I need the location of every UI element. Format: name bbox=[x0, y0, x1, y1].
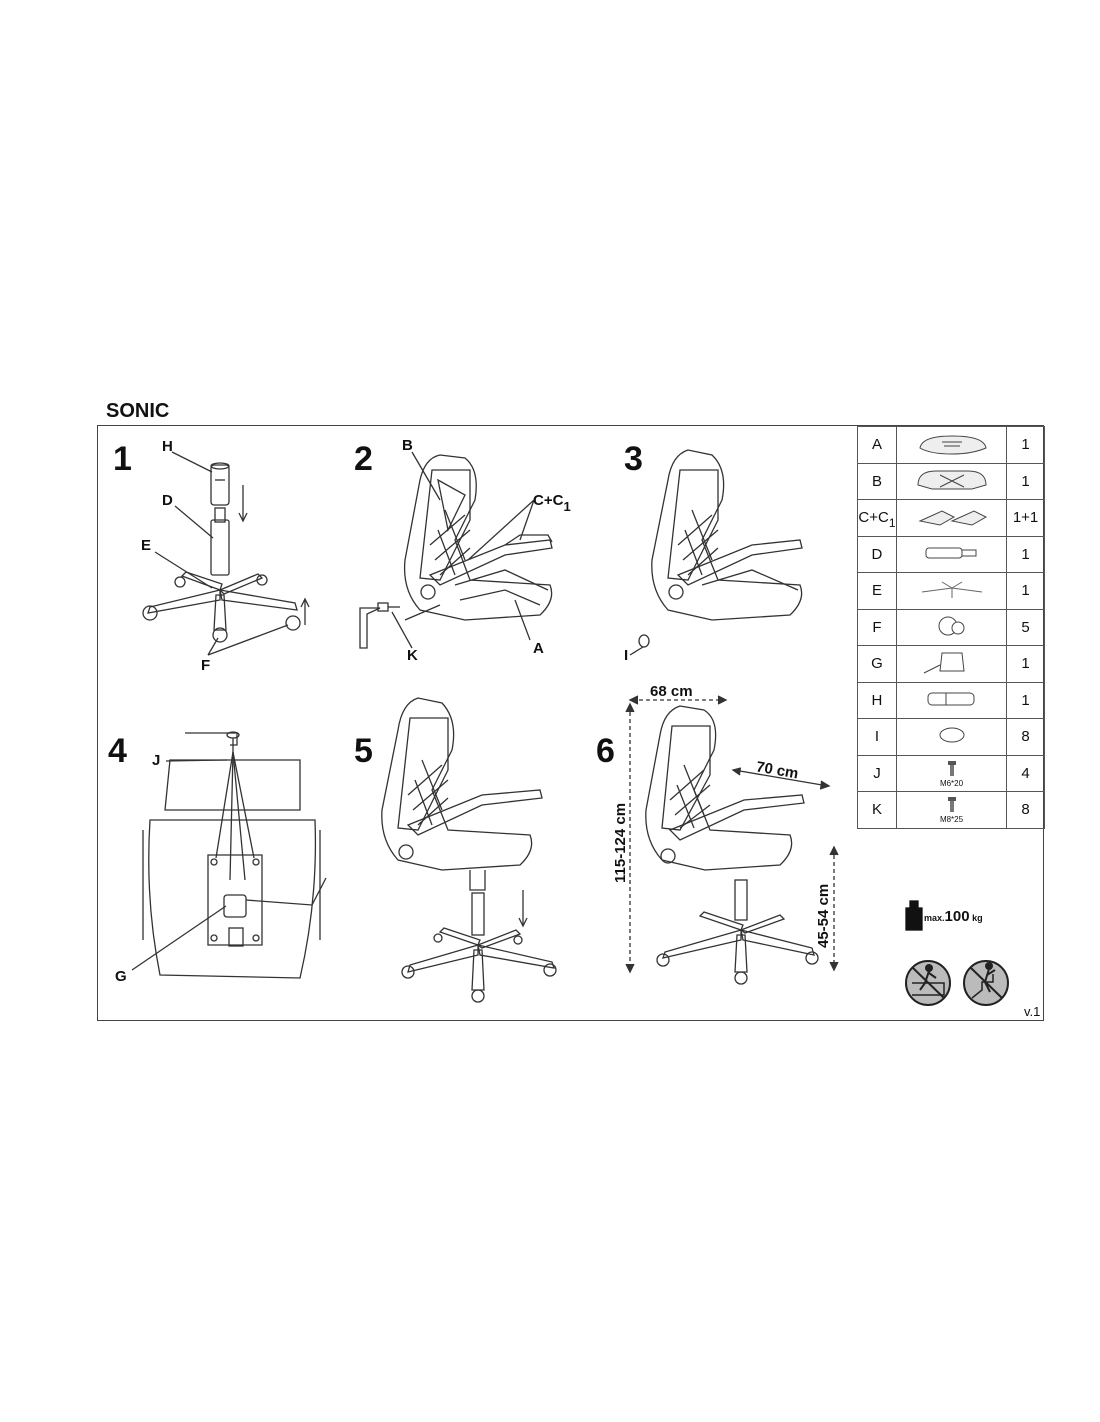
part-quantity: 1+1 bbox=[1006, 499, 1045, 537]
step-number-2: 2 bbox=[354, 440, 373, 478]
parts-row: J M6*20 4 bbox=[857, 754, 1045, 792]
step2-armrest-illustration bbox=[359, 451, 553, 649]
step3-caps-illustration bbox=[629, 449, 803, 656]
weight-icon bbox=[905, 900, 923, 931]
step-number-5: 5 bbox=[354, 732, 373, 770]
lift-cover-icon bbox=[895, 681, 1008, 719]
label-b: B bbox=[402, 437, 413, 454]
label-f: F bbox=[201, 657, 211, 674]
bolt-icon: M8*25 bbox=[895, 791, 1008, 829]
tilt-mechanism-icon bbox=[895, 645, 1008, 683]
max-load: max.100 kg bbox=[924, 908, 983, 925]
part-id: J bbox=[857, 754, 897, 792]
part-id: B bbox=[857, 462, 897, 500]
label-c: C+C1 bbox=[533, 492, 571, 514]
part-quantity: 8 bbox=[1006, 718, 1045, 756]
part-id: G bbox=[857, 645, 897, 683]
no-climbing-icon bbox=[963, 960, 1009, 1006]
step-number-4: 4 bbox=[108, 732, 127, 770]
step6-dimensions-illustration bbox=[625, 695, 839, 985]
star-base-icon bbox=[895, 572, 1008, 610]
part-quantity: 4 bbox=[1006, 754, 1045, 792]
label-j: J bbox=[152, 752, 161, 769]
part-id: A bbox=[857, 426, 897, 464]
part-spec: M6*20 bbox=[939, 778, 964, 788]
parts-row: K M8*25 8 bbox=[857, 791, 1045, 829]
part-quantity: 1 bbox=[1006, 572, 1045, 610]
step4-mechanism-illustration bbox=[131, 731, 327, 979]
label-d: D bbox=[162, 492, 173, 509]
step-number-1: 1 bbox=[113, 440, 132, 478]
gas-lift-icon bbox=[895, 535, 1008, 573]
step5-seat-install-illustration bbox=[381, 697, 557, 1003]
part-id: C+C1 bbox=[857, 499, 897, 537]
version-label: v.1 bbox=[1024, 1004, 1041, 1019]
part-quantity: 1 bbox=[1006, 681, 1045, 719]
parts-row: C+C1 1+1 bbox=[857, 499, 1045, 537]
part-id: H bbox=[857, 681, 897, 719]
bolt-icon: M6*20 bbox=[895, 754, 1008, 792]
part-quantity: 1 bbox=[1006, 462, 1045, 500]
step-number-6: 6 bbox=[596, 732, 615, 770]
part-spec: M8*25 bbox=[939, 815, 964, 825]
dimension-height: 115-124 cm bbox=[612, 802, 629, 883]
product-title: SONIC bbox=[106, 400, 170, 422]
part-id: E bbox=[857, 572, 897, 610]
screw-cap-icon bbox=[895, 718, 1008, 756]
part-id: F bbox=[857, 608, 897, 646]
label-i: I bbox=[624, 647, 629, 664]
no-standing-on-seat-icon bbox=[905, 960, 951, 1006]
part-quantity: 1 bbox=[1006, 645, 1045, 683]
part-id: D bbox=[857, 535, 897, 573]
label-g: G bbox=[115, 968, 127, 985]
label-h: H bbox=[162, 438, 173, 455]
dimension-width: 68 cm bbox=[650, 683, 693, 700]
label-k: K bbox=[407, 647, 418, 664]
dimension-seat-height: 45-54 cm bbox=[815, 883, 832, 948]
seat-cushion-icon bbox=[895, 426, 1008, 464]
part-quantity: 5 bbox=[1006, 608, 1045, 646]
part-id: K bbox=[857, 791, 897, 829]
part-quantity: 1 bbox=[1006, 535, 1045, 573]
part-id: I bbox=[857, 718, 897, 756]
backrest-icon bbox=[895, 462, 1008, 500]
label-a: A bbox=[533, 640, 544, 657]
part-quantity: 8 bbox=[1006, 791, 1045, 829]
armrest-pair-icon bbox=[895, 499, 1008, 537]
step1-base-illustration bbox=[142, 451, 310, 656]
step-number-3: 3 bbox=[624, 440, 643, 478]
caster-icon bbox=[895, 608, 1008, 646]
label-e: E bbox=[141, 537, 152, 554]
part-quantity: 1 bbox=[1006, 426, 1045, 464]
